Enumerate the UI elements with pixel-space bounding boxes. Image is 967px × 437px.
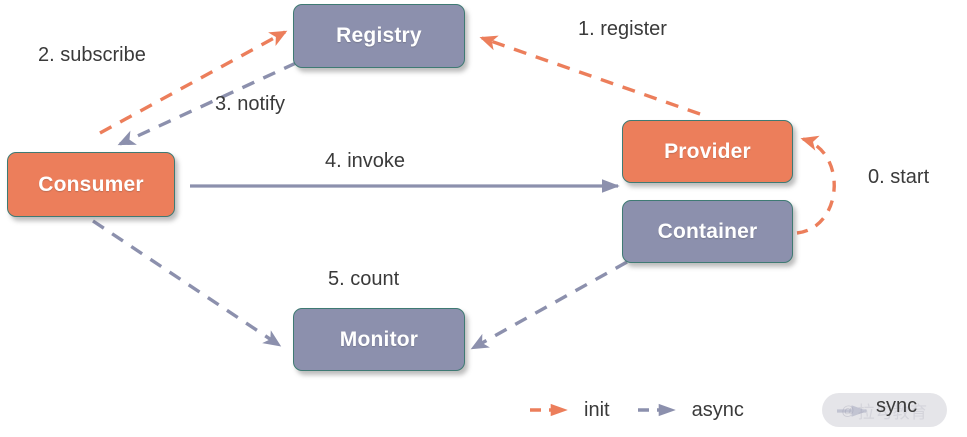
node-registry[interactable]: Registry: [293, 4, 465, 68]
watermark-text: 拉勾教育: [857, 402, 928, 422]
legend-label-async: async: [691, 398, 744, 421]
legend-item-init: init: [528, 399, 610, 422]
legend-line-init-icon: [530, 403, 568, 417]
watermark-badge: @ 拉勾教育: [822, 393, 947, 427]
edge-label-count: 5. count: [328, 268, 400, 290]
edge-container-monitor-line: [470, 260, 628, 350]
node-monitor[interactable]: Monitor: [293, 308, 465, 371]
node-container[interactable]: Container: [622, 200, 793, 263]
watermark-at-icon: @: [841, 402, 855, 418]
node-consumer-label: Consumer: [38, 172, 144, 196]
edge-label-start: 0. start: [868, 166, 930, 188]
edge-label-invoke: 4. invoke: [325, 150, 406, 172]
node-provider[interactable]: Provider: [622, 120, 793, 183]
edge-register-line: [479, 35, 701, 116]
node-container-label: Container: [657, 219, 758, 243]
node-consumer[interactable]: Consumer: [7, 152, 175, 217]
edge-start-line: [796, 135, 836, 235]
legend: init async: [528, 392, 744, 428]
edge-label-notify: 3. notify: [215, 93, 286, 115]
legend-line-sync-icon: [837, 405, 868, 417]
legend-label-init: init: [584, 398, 610, 421]
node-provider-label: Provider: [664, 139, 751, 163]
edge-subscribe-line: [99, 30, 288, 135]
edge-count-line: [92, 219, 282, 347]
legend-item-async: async: [636, 399, 744, 422]
edge-label-subscribe: 2. subscribe: [38, 44, 146, 66]
node-registry-label: Registry: [336, 24, 422, 47]
node-monitor-label: Monitor: [339, 327, 419, 351]
legend-label-sync: sync: [876, 395, 918, 417]
edge-notify-line: [117, 61, 297, 146]
legend-line-async-icon: [637, 403, 676, 417]
edge-label-register: 1. register: [578, 18, 667, 40]
